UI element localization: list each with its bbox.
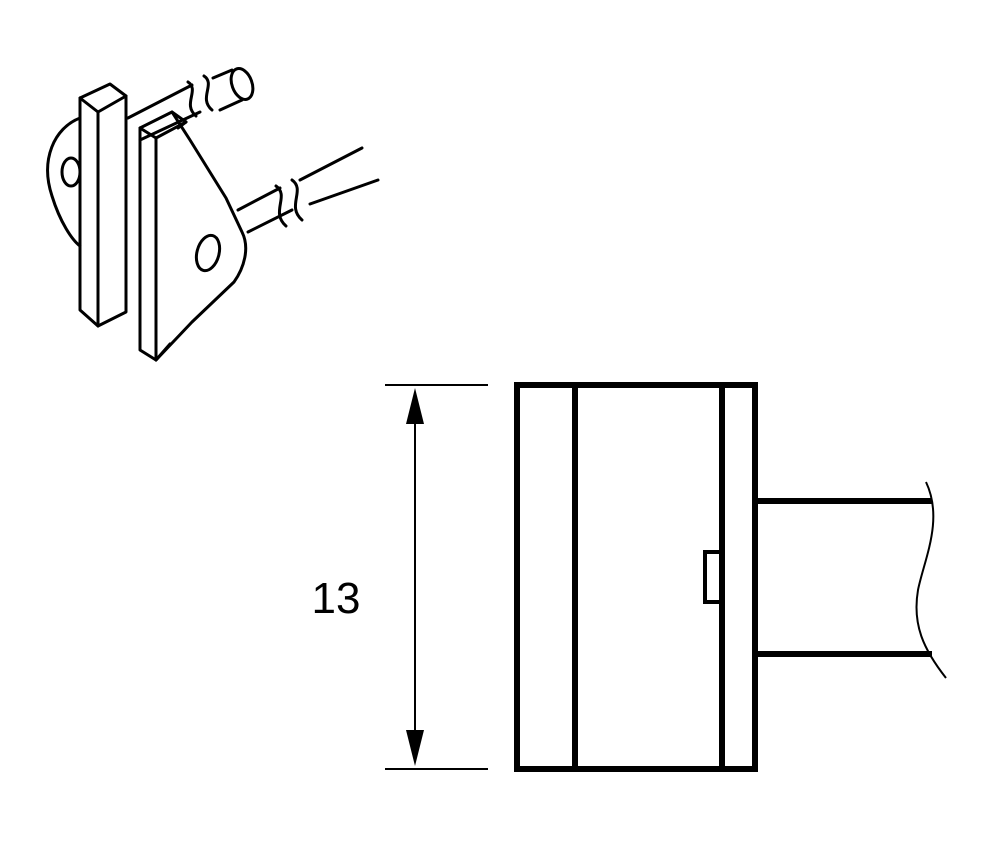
tweezer-tip-front-view-icon [514, 382, 947, 772]
back-blade [46, 82, 128, 328]
height-dimension [385, 384, 488, 770]
front-rod [236, 146, 380, 234]
dimension-value-label: 13 [312, 574, 361, 623]
tip-body-outline [514, 382, 758, 772]
front-blade [138, 110, 248, 362]
back-rod [126, 67, 255, 142]
tweezer-tip-perspective-icon [46, 67, 380, 362]
shaft-break-line [915, 481, 947, 679]
tip-latch-notch [703, 550, 724, 604]
dimension-arrow-top [406, 388, 424, 424]
dimension-arrow-bottom [406, 730, 424, 766]
